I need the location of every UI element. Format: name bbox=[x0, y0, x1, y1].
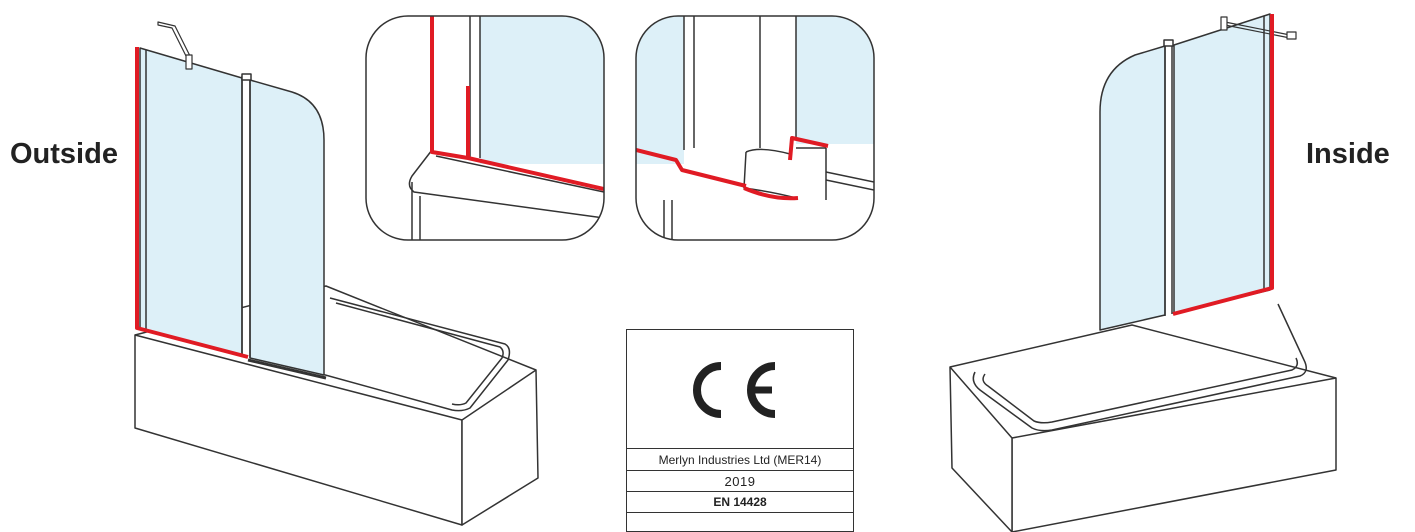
year-text: 2019 bbox=[627, 470, 853, 492]
detail-seal-line-1 bbox=[430, 16, 604, 191]
outside-seal-line bbox=[135, 47, 249, 359]
empty-row bbox=[627, 512, 853, 531]
inside-screen bbox=[1099, 13, 1297, 331]
detail-seal-line-2 bbox=[636, 148, 747, 188]
manufacturer-text: Merlyn Industries Ltd (MER14) bbox=[627, 448, 853, 471]
inside-seal-line bbox=[1172, 14, 1274, 316]
standard-text: EN 14428 bbox=[627, 491, 853, 513]
outside-screen bbox=[139, 21, 327, 380]
detail-inset-corner bbox=[636, 16, 874, 240]
inside-label: Inside bbox=[1306, 138, 1390, 170]
detail-inset-hinge bbox=[366, 16, 604, 240]
inside-bath bbox=[949, 303, 1337, 532]
outside-label: Outside bbox=[10, 138, 118, 170]
ce-certification-label: Merlyn Industries Ltd (MER14) 2019 EN 14… bbox=[626, 329, 854, 532]
outside-bath bbox=[134, 285, 539, 526]
ce-mark bbox=[627, 330, 853, 448]
ce-mark-icon bbox=[693, 362, 776, 418]
